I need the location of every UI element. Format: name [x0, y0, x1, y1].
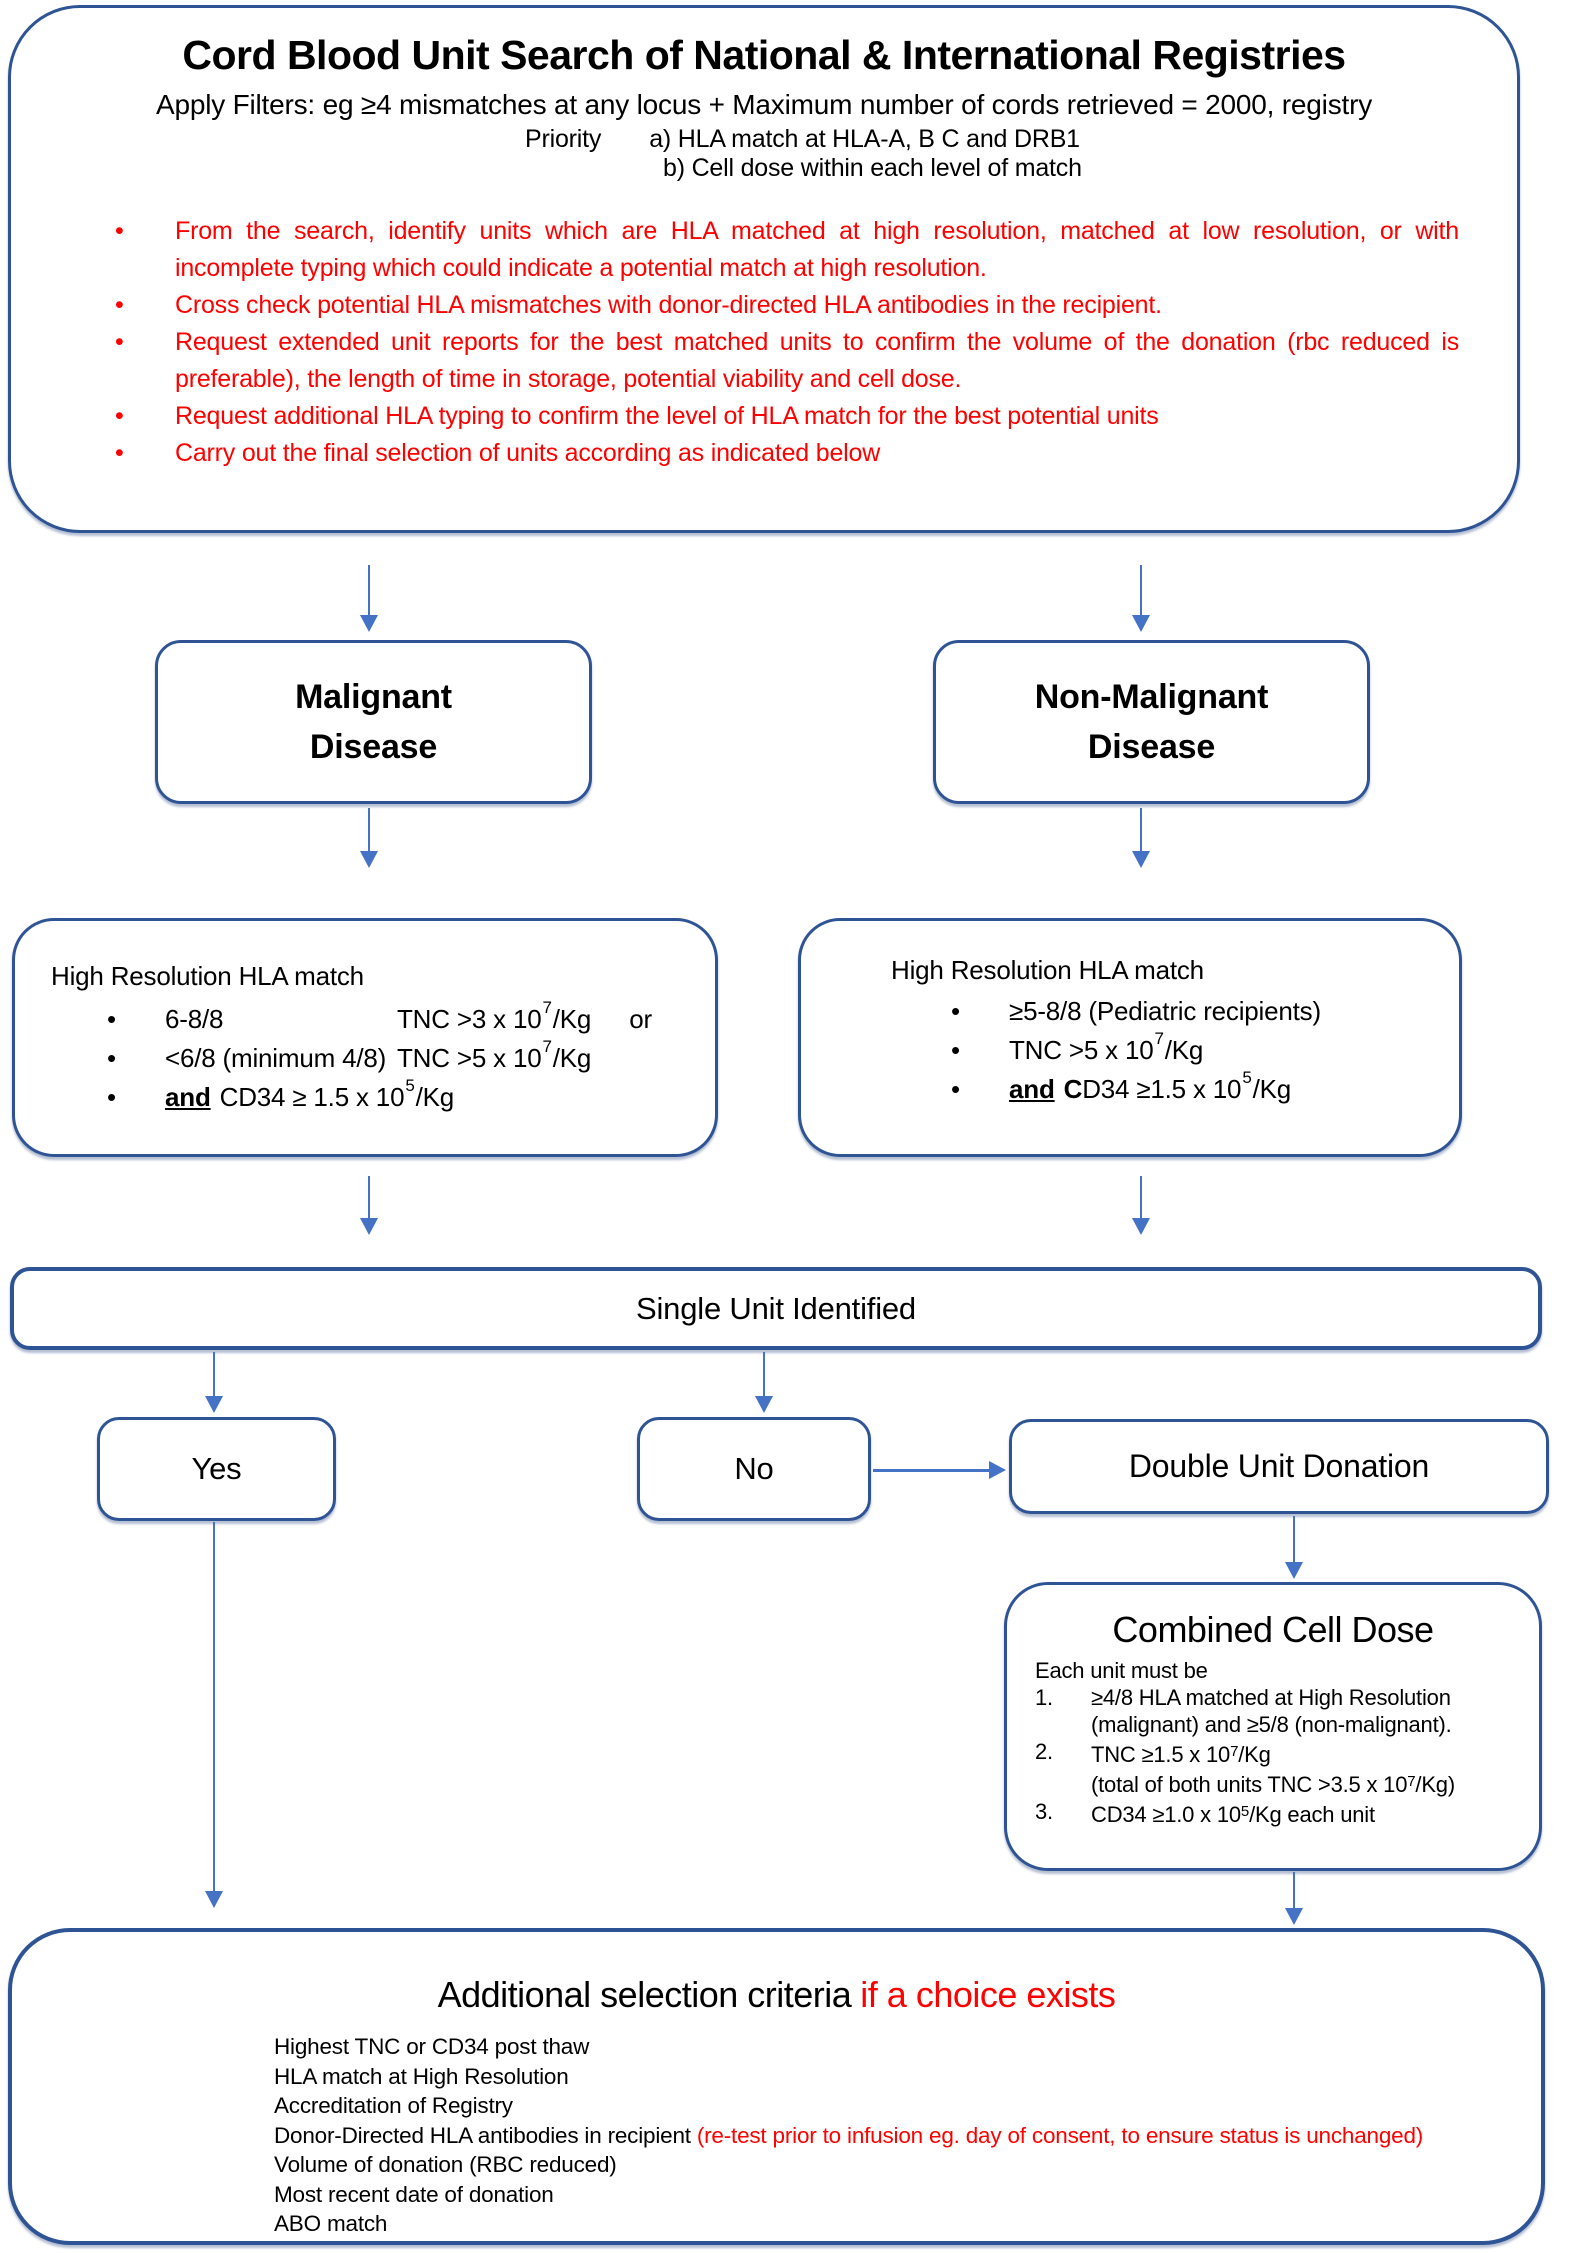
priority-a: a) HLA match at HLA-A, B C and DRB1: [649, 125, 1080, 153]
combined-item-1: 1.≥4/8 HLA matched at High Resolution: [1035, 1685, 1451, 1710]
no-box: No: [637, 1417, 871, 1521]
criteria-item: Accreditation of Registry: [274, 2093, 513, 2118]
bullet-dot-icon: [951, 996, 1009, 1027]
criteria-title-red: if a choice exists: [860, 1974, 1116, 2015]
double-unit-donation-box: Double Unit Donation: [1009, 1419, 1549, 1514]
combined-item-2: 2.TNC ≥1.5 x 107/Kg: [1035, 1739, 1271, 1767]
bullet-dot-icon: [115, 398, 175, 435]
criteria-item: ABO match: [274, 2211, 388, 2236]
arrow-single-to-yes: [205, 1352, 223, 1413]
bullet-dot-icon: [107, 1043, 165, 1074]
arrow-no-to-double: [873, 1461, 1006, 1479]
priority-label: Priority: [525, 125, 602, 153]
search-registries-box: Cord Blood Unit Search of National & Int…: [8, 5, 1520, 533]
list-item-text: Cross check potential HLA mismatches wit…: [175, 291, 1162, 319]
combined-item-2-cont: (total of both units TNC >3.5 x 107/Kg): [1091, 1772, 1455, 1797]
arrow-double-to-combined: [1285, 1516, 1303, 1579]
arrow-single-to-no: [755, 1352, 773, 1413]
non-malignant-disease-box: Non-Malignant Disease: [933, 640, 1370, 804]
criteria-title-black: Additional selection criteria: [437, 1974, 852, 2015]
no-label: No: [734, 1451, 774, 1486]
bullet-dot-icon: [115, 324, 175, 398]
hla-right-heading: High Resolution HLA match: [891, 955, 1204, 985]
combined-item-3: 3.CD34 ≥1.0 x 105/Kg each unit: [1035, 1799, 1375, 1827]
list-item-text: Request additional HLA typing to confirm…: [175, 402, 1159, 430]
yes-label: Yes: [191, 1451, 242, 1486]
single-unit-identified-box: Single Unit Identified: [10, 1267, 1542, 1350]
criteria-item: Volume of donation (RBC reduced): [274, 2152, 617, 2177]
arrow-hla-right-to-single: [1132, 1176, 1150, 1235]
criteria-item: HLA match at High Resolution: [274, 2063, 569, 2089]
list-item: Cross check potential HLA mismatches wit…: [115, 287, 1459, 324]
list-item: Carry out the final selection of units a…: [115, 435, 1459, 472]
priority-line-a: Priority a) HLA match at HLA-A, B C and D…: [525, 125, 1517, 154]
arrow-combined-to-criteria: [1285, 1872, 1303, 1925]
arrow-hla-left-to-single: [360, 1176, 378, 1235]
list-item-text: From the search, identify units which ar…: [175, 217, 1459, 282]
bullet-dot-icon: [107, 1004, 165, 1035]
malignant-line1: Malignant: [295, 678, 452, 716]
hla-left-heading: High Resolution HLA match: [51, 961, 364, 991]
non-malignant-line1: Non-Malignant: [1034, 678, 1269, 716]
single-unit-label: Single Unit Identified: [636, 1290, 916, 1326]
criteria-item: Highest TNC or CD34 post thaw: [274, 2034, 590, 2059]
list-item-text: Request extended unit reports for the be…: [175, 328, 1459, 393]
criteria-item: Donor-Directed HLA antibodies in recipie…: [274, 2122, 1424, 2148]
combined-intro: Each unit must be: [1035, 1658, 1208, 1683]
combined-title: Combined Cell Dose: [1112, 1609, 1434, 1650]
hla-right-row2: TNC >5 x 107/Kg: [951, 1030, 1459, 1074]
priority-b: b) Cell dose within each level of match: [663, 154, 1082, 182]
bullet-dot-icon: [107, 1082, 165, 1113]
page-title: Cord Blood Unit Search of National & Int…: [182, 32, 1346, 78]
combined-cell-dose-box: Combined Cell Dose Each unit must be 1.≥…: [1004, 1582, 1542, 1871]
yes-box: Yes: [97, 1417, 336, 1521]
search-steps-list: From the search, identify units which ar…: [115, 213, 1459, 472]
bullet-dot-icon: [951, 1035, 1009, 1066]
arrow-malignant-to-hla: [360, 808, 378, 868]
bullet-dot-icon: [115, 287, 175, 324]
malignant-disease-box: Malignant Disease: [155, 640, 592, 804]
arrow-top-to-nonmalignant: [1132, 565, 1150, 632]
criteria-item: Most recent date of donation: [274, 2181, 554, 2207]
list-item: Request additional HLA typing to confirm…: [115, 398, 1459, 435]
arrow-top-to-malignant: [360, 565, 378, 632]
non-malignant-line2: Disease: [1087, 728, 1216, 766]
malignant-line2: Disease: [309, 728, 438, 766]
criteria-list: Highest TNC or CD34 post thaw HLA match …: [274, 2032, 1541, 2239]
bullet-dot-icon: [115, 435, 175, 472]
list-item: Request extended unit reports for the be…: [115, 324, 1459, 398]
list-item-text: Carry out the final selection of units a…: [175, 439, 881, 467]
hla-left-row2: <6/8 (minimum 4/8)TNC >5 x 107/Kg: [107, 1038, 715, 1082]
arrow-nonmalignant-to-hla: [1132, 808, 1150, 868]
list-item: From the search, identify units which ar…: [115, 213, 1459, 287]
arrow-yes-to-criteria: [205, 1522, 223, 1908]
combined-item-1-cont: (malignant) and ≥5/8 (non-malignant).: [1091, 1712, 1452, 1737]
hla-right-row1: ≥5-8/8 (Pediatric recipients): [951, 996, 1459, 1035]
hla-match-nonmalignant-box: High Resolution HLA match ≥5-8/8 (Pediat…: [798, 918, 1462, 1157]
filters-line: Apply Filters: eg ≥4 mismatches at any l…: [155, 89, 1373, 120]
bullet-dot-icon: [115, 213, 175, 287]
double-unit-label: Double Unit Donation: [1128, 1448, 1430, 1484]
bullet-dot-icon: [951, 1074, 1009, 1105]
